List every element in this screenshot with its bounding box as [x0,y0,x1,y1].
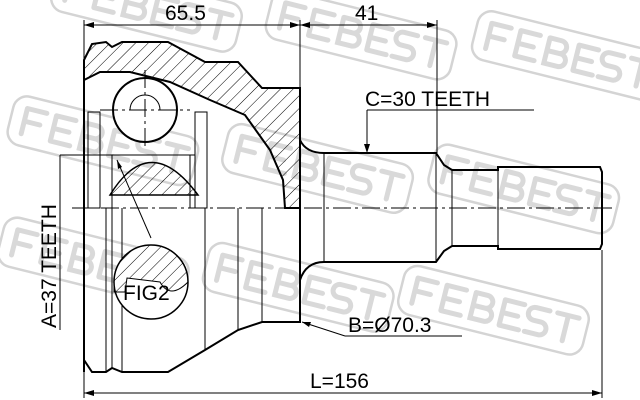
watermark-logo [469,8,640,102]
shaft-length-value: 41 [355,2,378,25]
dimension-shaft-teeth: C=30 TEETH [364,88,534,153]
fig2-label: FIG2 [123,282,170,305]
fig2-detail: FIG2 [113,159,189,320]
watermark-logo [425,142,621,236]
watermark-logo [395,263,591,357]
dimension-total-length: L=156 [83,250,603,398]
inner-teeth-label: A=37 TEETH [38,204,61,328]
housing-exterior [83,208,301,373]
watermark-logo [219,121,415,215]
dimension-inner-teeth: A=37 TEETH [38,154,110,330]
shaft-teeth-label: C=30 TEETH [365,88,490,111]
dimension-outer-length: 65.5 [83,2,301,88]
dimension-shaft-length: 41 [300,2,438,153]
outer-length-value: 65.5 [165,2,206,25]
total-length-label: L=156 [310,370,369,393]
dimension-abs-diameter: B=Ø70.3 [301,314,462,337]
abs-diameter-label: B=Ø70.3 [348,314,431,337]
